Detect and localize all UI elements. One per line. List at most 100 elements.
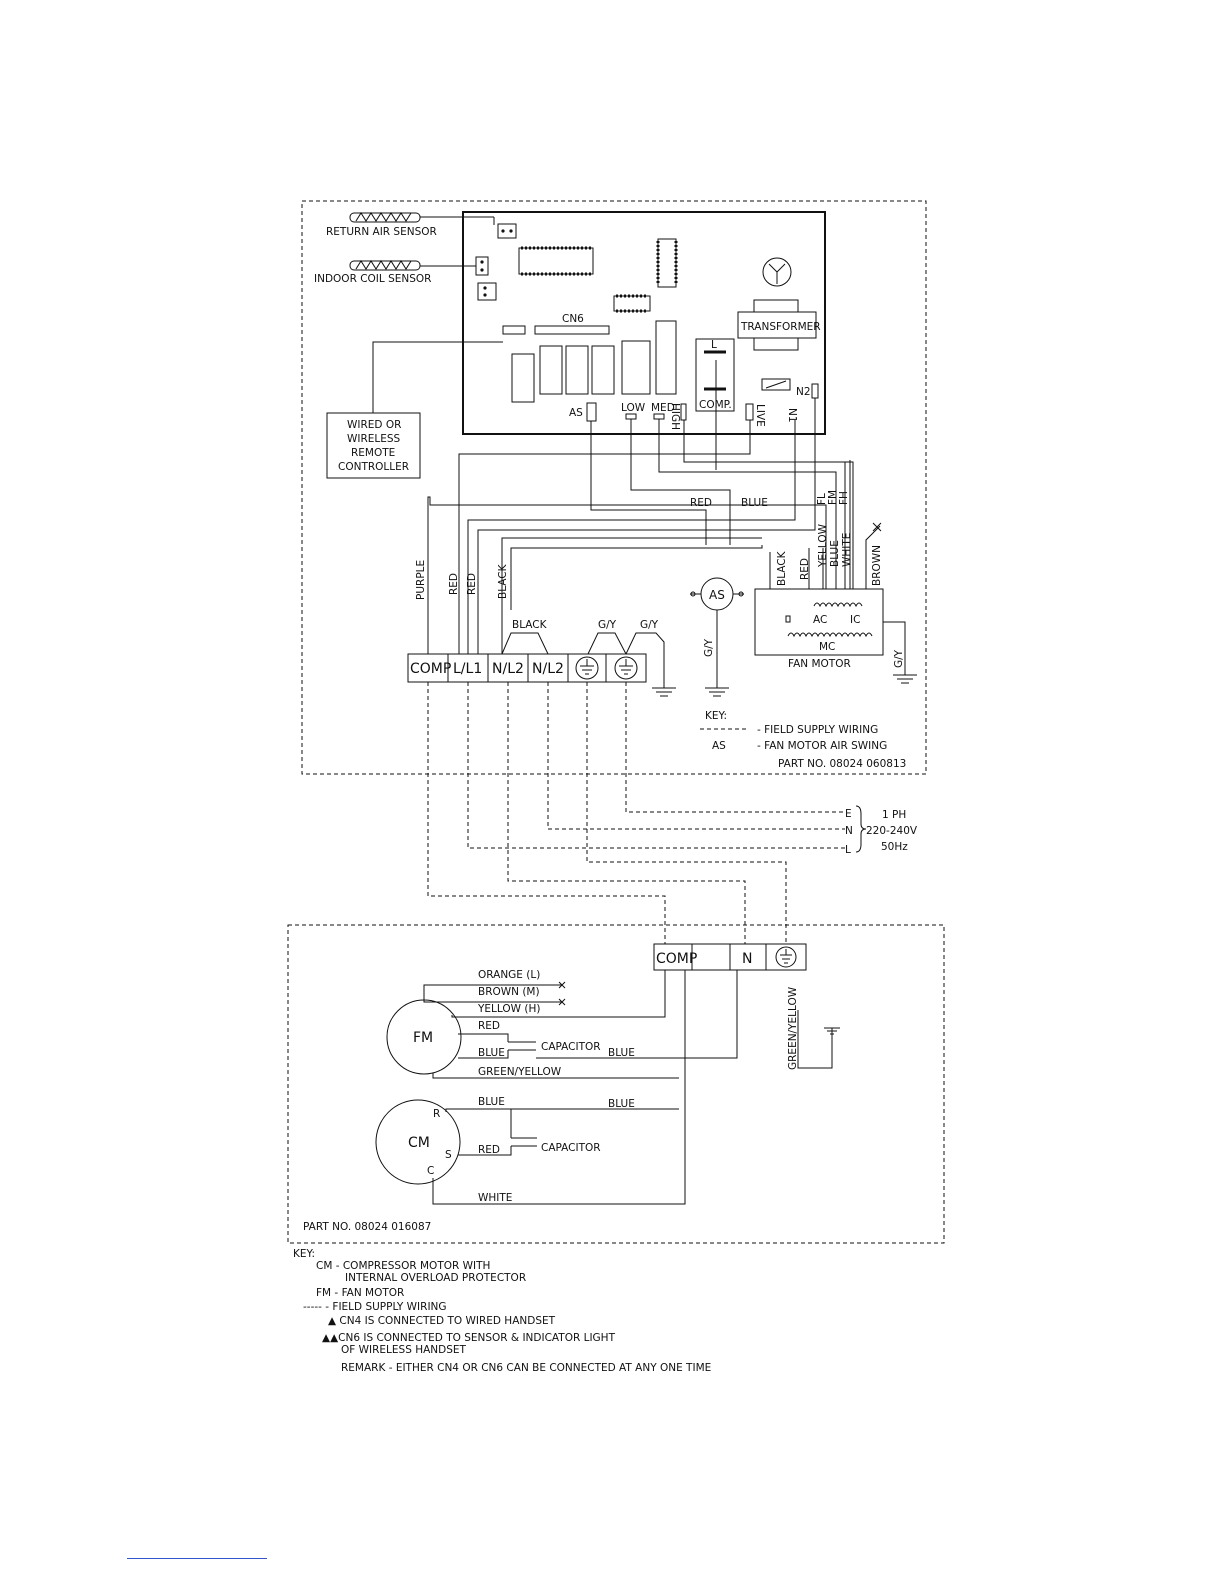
indoor-wiring: RED BLUE FL FM FH YELLOW BLUE WHITE BROW… bbox=[415, 360, 883, 654]
fan-icon bbox=[762, 257, 792, 287]
bottom-key-cm-1: CM - COMPRESSOR MOTOR WITH bbox=[316, 1260, 490, 1272]
indoor-key-as: AS bbox=[712, 740, 726, 752]
indoor-coil-sensor: INDOOR COIL SENSOR bbox=[314, 260, 476, 285]
earth-icon bbox=[614, 656, 638, 680]
fan-motor-label: FAN MOTOR bbox=[788, 658, 851, 670]
remote-controller: WIRED OR WIRELESS REMOTE CONTROLLER bbox=[326, 341, 503, 479]
outdoor-fan-motor: FM ORANGE (L) BROWN (M) YELLOW (H) RED B… bbox=[386, 969, 840, 1079]
return-air-sensor: RETURN AIR SENSOR bbox=[326, 212, 495, 238]
indoor-unit-border bbox=[301, 200, 927, 775]
comp-relay-label: COMP. bbox=[699, 399, 732, 411]
bottom-key-cn6-1: ▲▲CN6 IS CONNECTED TO SENSOR & INDICATOR… bbox=[322, 1332, 616, 1344]
outdoor-terminal-block: COMP N bbox=[653, 943, 807, 971]
supply-l-label: L bbox=[845, 844, 851, 856]
supply-frequency: 50Hz bbox=[881, 841, 908, 853]
bottom-key-title: KEY: bbox=[293, 1248, 315, 1260]
wire-label-brown: BROWN bbox=[871, 545, 883, 586]
capacitor-2-label: CAPACITOR bbox=[541, 1142, 601, 1154]
med-terminal-label: MED bbox=[651, 402, 675, 414]
wire-label-white: WHITE bbox=[478, 1192, 512, 1204]
remote-line-2: WIRELESS bbox=[347, 433, 401, 445]
bottom-key-cn6-2: OF WIRELESS HANDSET bbox=[341, 1344, 467, 1356]
wire-label-red-l1b: RED bbox=[466, 573, 478, 595]
wire-label-blue-right: BLUE bbox=[608, 1047, 635, 1059]
wire-label-black-n: BLACK bbox=[497, 563, 509, 599]
terminal-label-n-l2-a: N/L2 bbox=[492, 661, 524, 677]
remote-line-1: WIRED OR bbox=[347, 419, 401, 431]
indoor-unit: RETURN AIR SENSOR INDOOR COIL SENSOR bbox=[301, 200, 927, 775]
wire-label-gy-b: G/Y bbox=[640, 619, 659, 631]
outdoor-fm-label: FM bbox=[413, 1030, 433, 1046]
outdoor-part-number: PART NO. 08024 016087 bbox=[303, 1221, 431, 1233]
wire-label-blue-fm: BLUE bbox=[829, 540, 841, 567]
live-terminal-label: LIVE bbox=[754, 404, 766, 427]
wire-label-gy-a: G/Y bbox=[598, 619, 617, 631]
earth-icon bbox=[575, 656, 599, 680]
bottom-key-remark: REMARK - EITHER CN4 OR CN6 CAN BE CONNEC… bbox=[341, 1362, 711, 1374]
low-terminal-label: LOW bbox=[621, 402, 646, 414]
relay-l-label: L bbox=[711, 339, 717, 351]
bottom-key-fm: FM - FAN MOTOR bbox=[316, 1287, 404, 1299]
terminal-earth-a bbox=[567, 653, 607, 683]
bottom-key-cm-2: INTERNAL OVERLOAD PROTECTOR bbox=[345, 1272, 526, 1284]
wire-label-green-yellow: GREEN/YELLOW bbox=[478, 1066, 562, 1078]
wire-label-blue-fm: BLUE bbox=[478, 1047, 505, 1059]
footer-rule bbox=[127, 1558, 267, 1559]
as-motor: AS G/Y bbox=[690, 577, 744, 697]
terminal-earth-b bbox=[605, 653, 647, 683]
cut-wire-x-icon bbox=[872, 522, 882, 532]
wire-label-orange: ORANGE (L) bbox=[478, 969, 540, 981]
wire-label-black-fm: BLACK bbox=[776, 550, 788, 586]
as-gy-label: G/Y bbox=[703, 638, 715, 657]
terminal-n-l2-b bbox=[527, 653, 569, 683]
n1-terminal-label: N1 bbox=[786, 408, 798, 423]
indoor-key-title: KEY: bbox=[705, 710, 727, 722]
wire-label-blue-cm: BLUE bbox=[478, 1096, 505, 1108]
as-terminal-label: AS bbox=[569, 407, 583, 419]
outdoor-terminal-comp bbox=[653, 943, 693, 971]
terminal-label-n-l2-b: N/L2 bbox=[532, 661, 564, 677]
supply-voltage: 220-240V bbox=[866, 825, 918, 837]
wire-label-fl: FL bbox=[816, 493, 828, 505]
indoor-part-number: PART NO. 08024 060813 bbox=[778, 758, 906, 770]
supply-e-label: E bbox=[845, 808, 852, 820]
indoor-coil-sensor-label: INDOOR COIL SENSOR bbox=[314, 273, 431, 285]
terminal-l1 bbox=[447, 653, 489, 683]
wire-label-fh: FH bbox=[838, 491, 850, 505]
wire-label-yellow: YELLOW bbox=[817, 523, 829, 568]
outdoor-unit: COMP N FM ORANGE (L) BROWN (M) YELLOW (H… bbox=[287, 924, 945, 1244]
bottom-key-field: ----- - FIELD SUPPLY WIRING bbox=[303, 1301, 447, 1313]
indoor-key-line-1: - FIELD SUPPLY WIRING bbox=[757, 724, 878, 736]
terminal-label-comp: COMP bbox=[410, 661, 451, 677]
terminal-label-l1: L/L1 bbox=[453, 661, 482, 677]
fan-motor-ac-label: AC bbox=[813, 614, 827, 626]
remote-line-4: CONTROLLER bbox=[338, 461, 409, 473]
cm-s-label: S bbox=[445, 1149, 452, 1161]
wire-label-purple: PURPLE bbox=[415, 560, 427, 600]
indoor-terminal-block: COMP L/L1 N/L2 N/L2 BLACK bbox=[407, 619, 676, 697]
wire-label-fm: FM bbox=[827, 490, 839, 505]
wire-label-green-yellow-v: GREEN/YELLOW bbox=[787, 986, 799, 1070]
wire-label-white: WHITE bbox=[841, 533, 853, 567]
wire-label-blue: BLUE bbox=[741, 497, 768, 509]
indoor-key-line-2: - FAN MOTOR AIR SWING bbox=[757, 740, 887, 752]
supply-phase: 1 PH bbox=[882, 809, 906, 821]
wire-label-black-bridge: BLACK bbox=[512, 619, 548, 631]
wire-label-red-l1a: RED bbox=[448, 573, 460, 595]
transformer-label: TRANSFORMER bbox=[740, 321, 821, 333]
n2-label: N2 bbox=[796, 386, 811, 398]
fan-motor-mc-label: MC bbox=[819, 641, 835, 653]
brace-icon bbox=[855, 805, 867, 853]
fan-gy-label: G/Y bbox=[893, 649, 905, 668]
wire-label-brown-m: BROWN (M) bbox=[478, 986, 540, 998]
wire-label-red: RED bbox=[690, 497, 712, 509]
wire-label-red-cm: RED bbox=[478, 1144, 500, 1156]
bottom-key-cn4: ▲ CN4 IS CONNECTED TO WIRED HANDSET bbox=[328, 1315, 556, 1327]
outdoor-unit-border bbox=[287, 924, 945, 1244]
indoor-key: KEY: - FIELD SUPPLY WIRING AS - FAN MOTO… bbox=[700, 710, 906, 770]
cm-r-label: R bbox=[433, 1108, 440, 1120]
return-air-sensor-label: RETURN AIR SENSOR bbox=[326, 226, 437, 238]
outdoor-terminal-earth bbox=[765, 943, 807, 971]
remote-line-3: REMOTE bbox=[351, 447, 395, 459]
